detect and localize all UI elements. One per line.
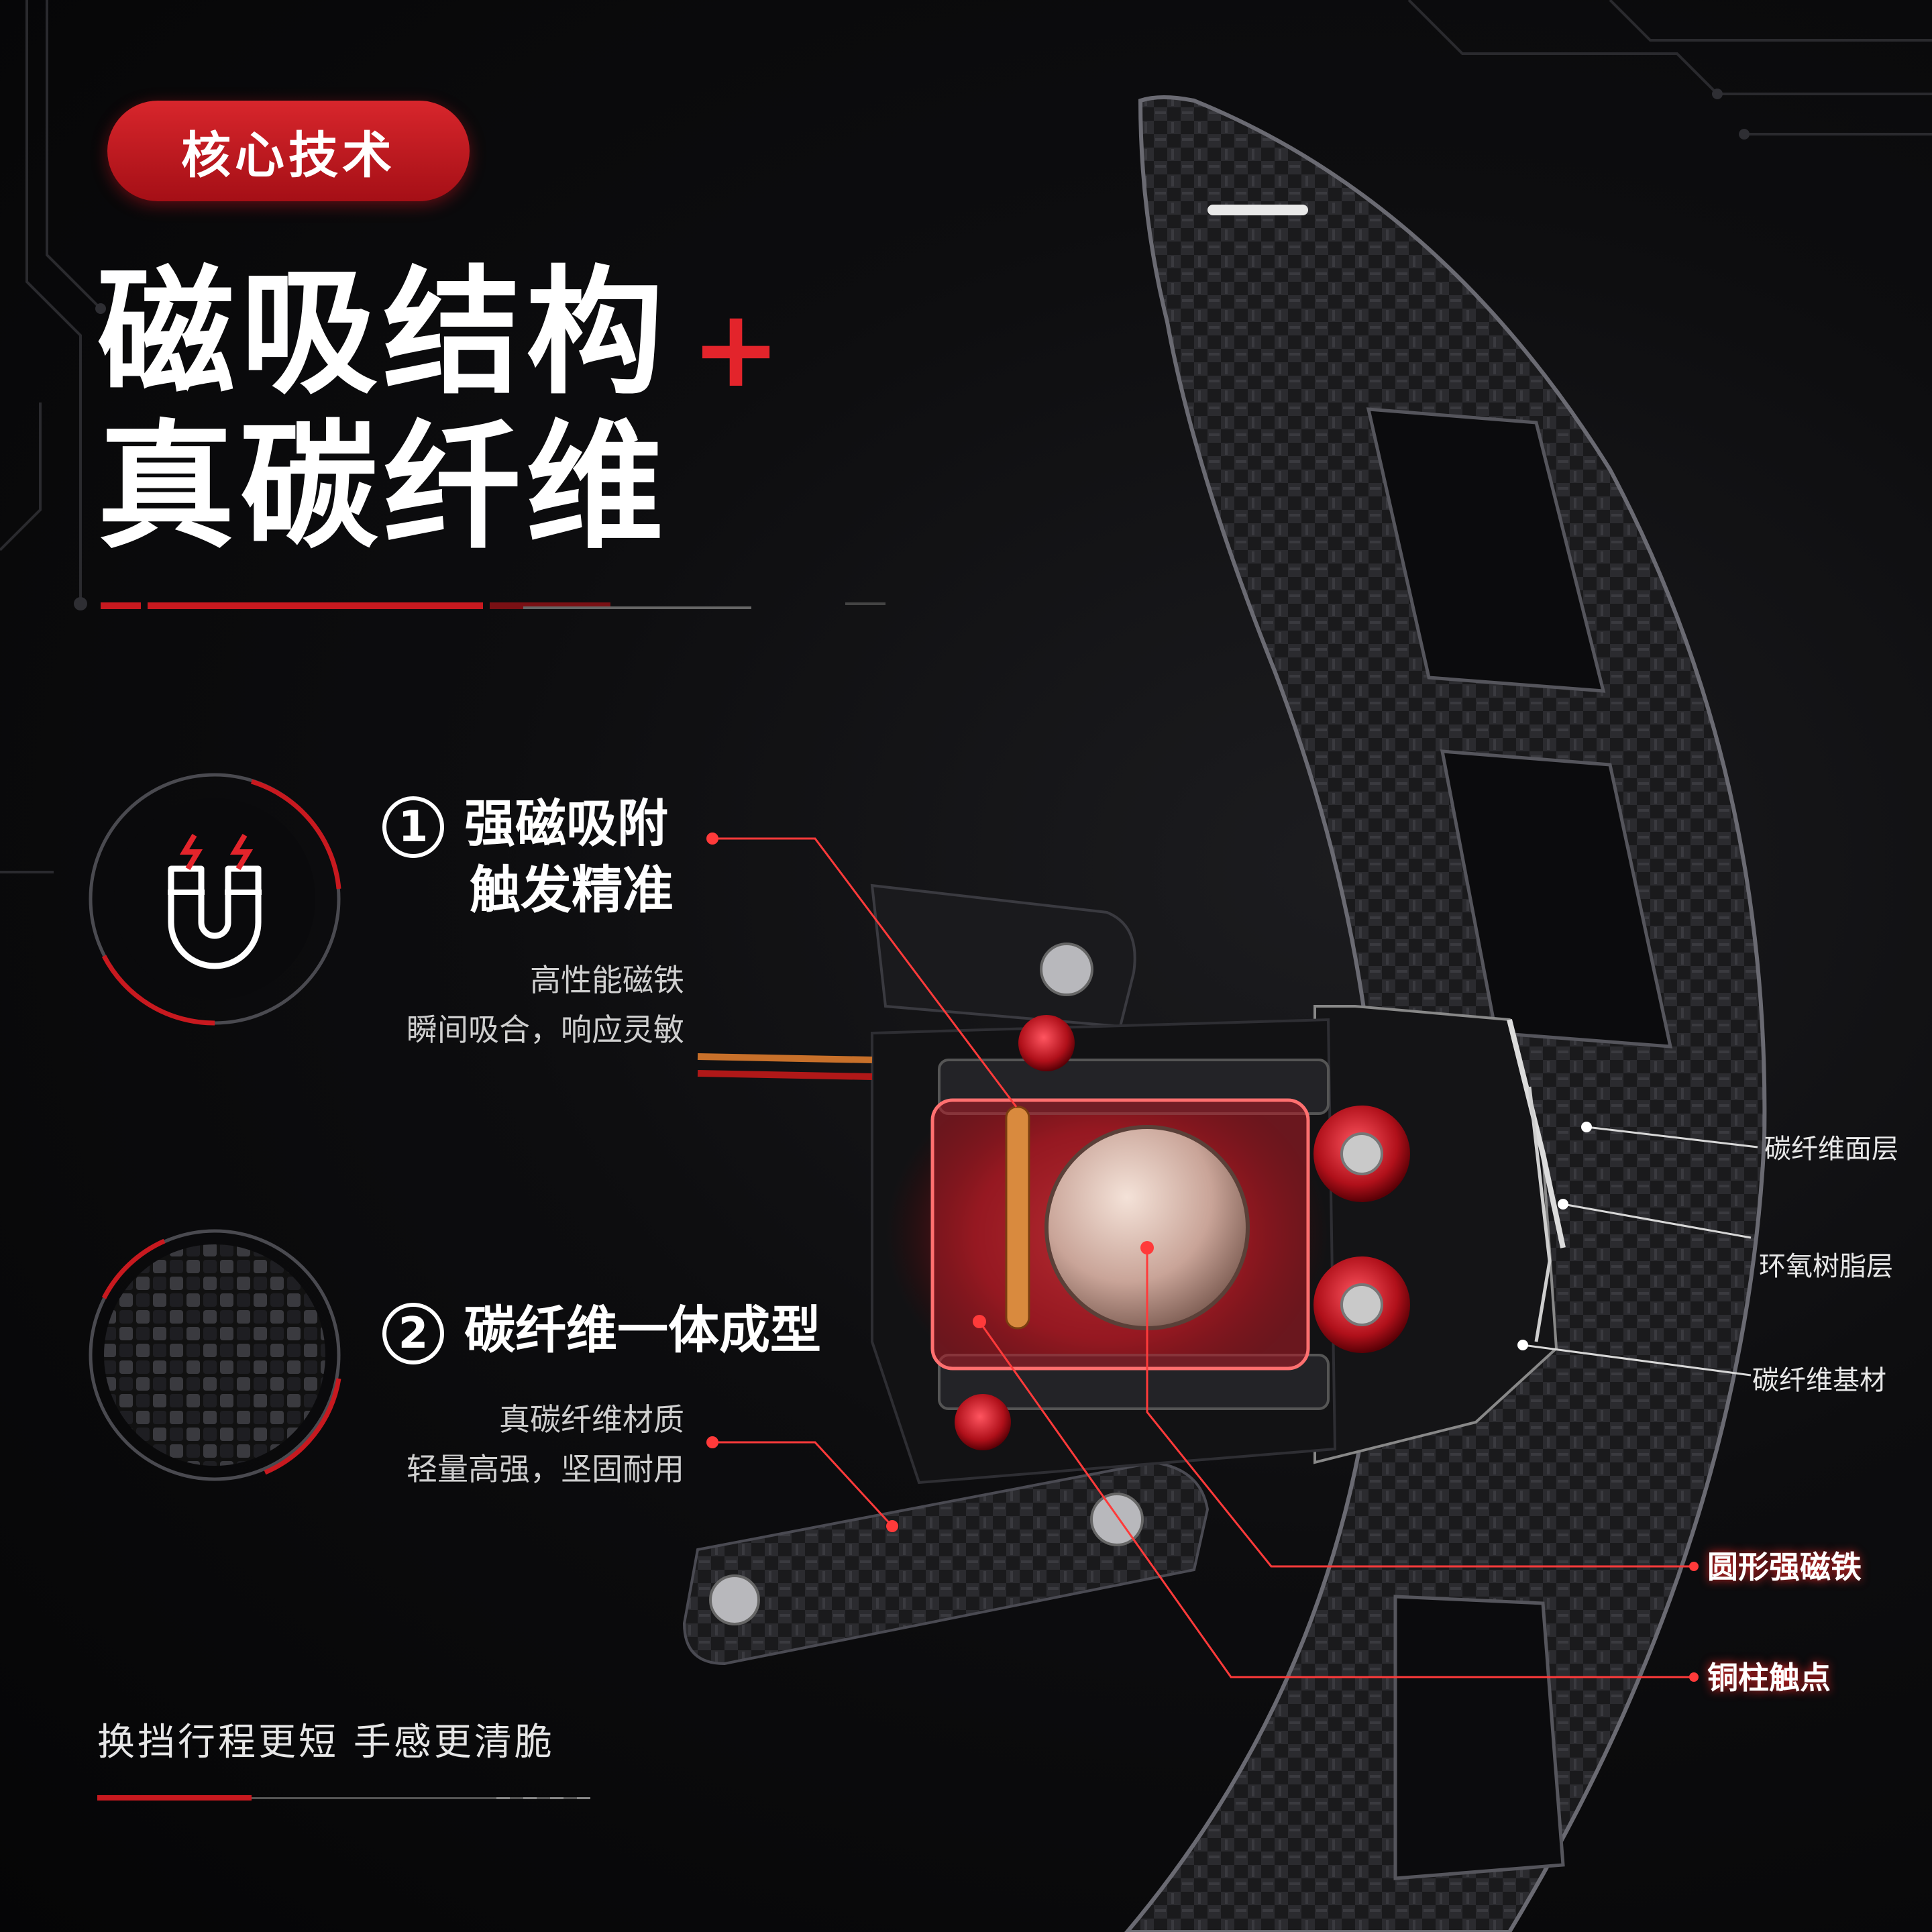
feature1-desc-line2: 瞬间吸合，响应灵敏 [407,1011,684,1048]
badge-label: 核心技术 [181,126,396,184]
feature2-desc-line1: 真碳纤维材质 [499,1401,684,1438]
magnet-icon [89,773,341,1026]
footer-divider [97,1795,590,1801]
feature2-desc-line2: 轻量高强，坚固耐用 [407,1450,684,1487]
carbon-fiber-texture-icon [89,1229,341,1481]
feature1-number: 1 [382,796,444,858]
label-round-magnet: 圆形强磁铁 [1707,1549,1862,1585]
headline-line1: 磁吸结构 [97,254,669,413]
feature2-title: 2 碳纤维一体成型 [382,1298,821,1364]
feature1-title-line1: 强磁吸附 [464,794,668,853]
feature1-title-line2: 触发精准 [470,860,674,920]
plus-sign: + [691,286,782,411]
feature2-description: 真碳纤维材质 轻量高强，坚固耐用 [407,1395,684,1494]
headline-line2: 真碳纤维 [97,408,669,568]
label-epoxy-layer: 环氧树脂层 [1759,1251,1893,1282]
feature2-title-line1: 碳纤维一体成型 [464,1300,821,1360]
label-copper-contact: 铜柱触点 [1707,1660,1831,1696]
feature1-title: 1 强磁吸附 触发精准 [382,792,674,922]
label-carbon-face-layer: 碳纤维面层 [1764,1134,1898,1165]
headline-divider [101,602,885,609]
feature1-description: 高性能磁铁 瞬间吸合，响应灵敏 [407,956,684,1055]
footer-tagline: 换挡行程更短 手感更清脆 [97,1721,555,1764]
feature1-desc-line1: 高性能磁铁 [530,962,684,998]
feature2-number: 2 [382,1303,444,1364]
core-tech-badge: 核心技术 [107,101,470,201]
label-carbon-base-layer: 碳纤维基材 [1752,1365,1886,1396]
